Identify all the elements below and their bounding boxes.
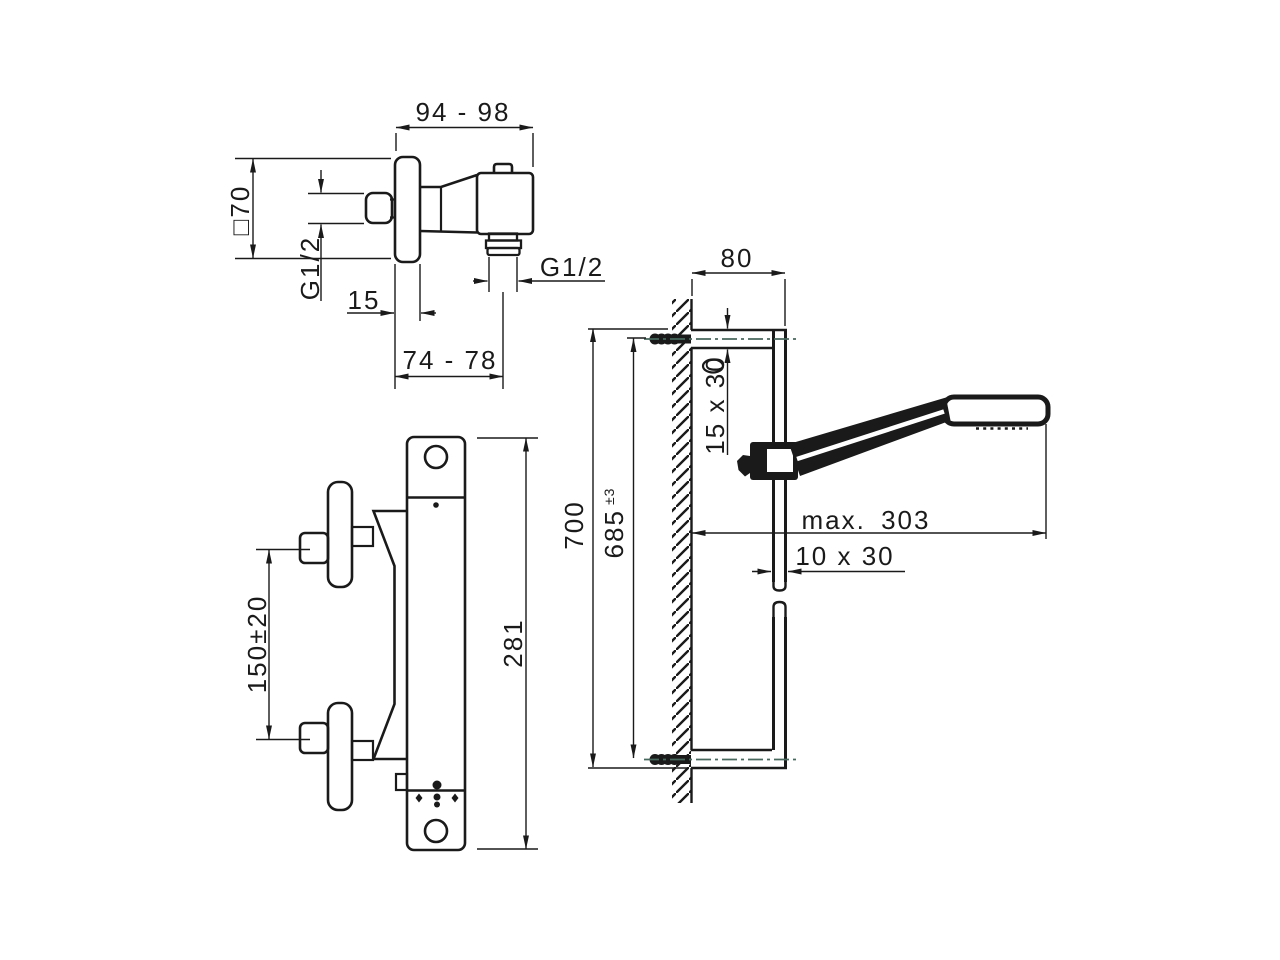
neck-bottom: [419, 229, 478, 234]
valve-body: [475, 171, 535, 236]
side-view-dimensions: [256, 437, 538, 850]
body-height-label: 281: [498, 618, 528, 668]
handle-bottom: [326, 701, 354, 812]
handle-top: [326, 480, 354, 589]
fixing-centers-label: 685±3: [599, 487, 629, 559]
rail-profile-label: 10 x 30: [795, 541, 895, 571]
body-top-cap: [492, 162, 514, 173]
handle-top-stem: [350, 525, 375, 548]
neck-top: [420, 173, 478, 189]
rail-view-drawing: [588, 270, 1051, 803]
side-thread-label: G1/2: [295, 235, 325, 301]
handle-spacing-label: 150±20: [242, 594, 272, 694]
slide-rail: [772, 331, 787, 768]
hand-shower: [789, 394, 1051, 476]
column-body: [405, 435, 467, 852]
clamp-knob: [737, 455, 750, 477]
front-view-dimensions: [235, 124, 605, 389]
width-range-label: 94 - 98: [415, 97, 511, 127]
outlet-stub: [394, 772, 409, 792]
handle-highlight: [796, 409, 945, 462]
mixer-body-profile: [371, 509, 407, 761]
column-section-lines: [407, 496, 465, 792]
rail-break-lower: [772, 600, 787, 619]
bracket-profile-label: 15 x 30: [700, 355, 730, 455]
wall-flange: [393, 155, 422, 264]
shower-head: [941, 394, 1051, 427]
fixing-tolerance-label: ±3: [601, 487, 617, 506]
handle-bottom-stem: [350, 739, 375, 762]
handle-bottom-knob: [298, 721, 330, 755]
side-knob: [364, 191, 394, 225]
outlet-depth-label: 74 - 78: [402, 345, 498, 375]
handle-top-knob: [298, 531, 330, 565]
bracket-depth-label: 80: [720, 243, 754, 273]
fixing-centers-value: 685: [599, 509, 629, 559]
slider-block: [737, 442, 798, 480]
front-view-drawing: [235, 124, 605, 389]
rail-view-dimensions: [588, 270, 1047, 769]
mounting-hole-bottom: [423, 818, 449, 844]
max-reach-label: max. 303: [801, 505, 931, 535]
knob-stem: [390, 198, 396, 219]
outlet-nipple: [484, 232, 523, 257]
outlet-thread-label: G1/2: [539, 252, 605, 282]
plate-depth-label: 15: [347, 285, 381, 315]
rail-break-upper: [772, 580, 787, 592]
mounting-hole-top: [423, 444, 449, 470]
rail-height-label: 700: [559, 500, 589, 550]
side-view-drawing: [256, 435, 538, 852]
wall-plate-size-label: □70: [225, 184, 255, 236]
wall-hatch: [672, 299, 691, 803]
bracket-hole: [701, 358, 725, 374]
detail-marks: [415, 502, 459, 808]
